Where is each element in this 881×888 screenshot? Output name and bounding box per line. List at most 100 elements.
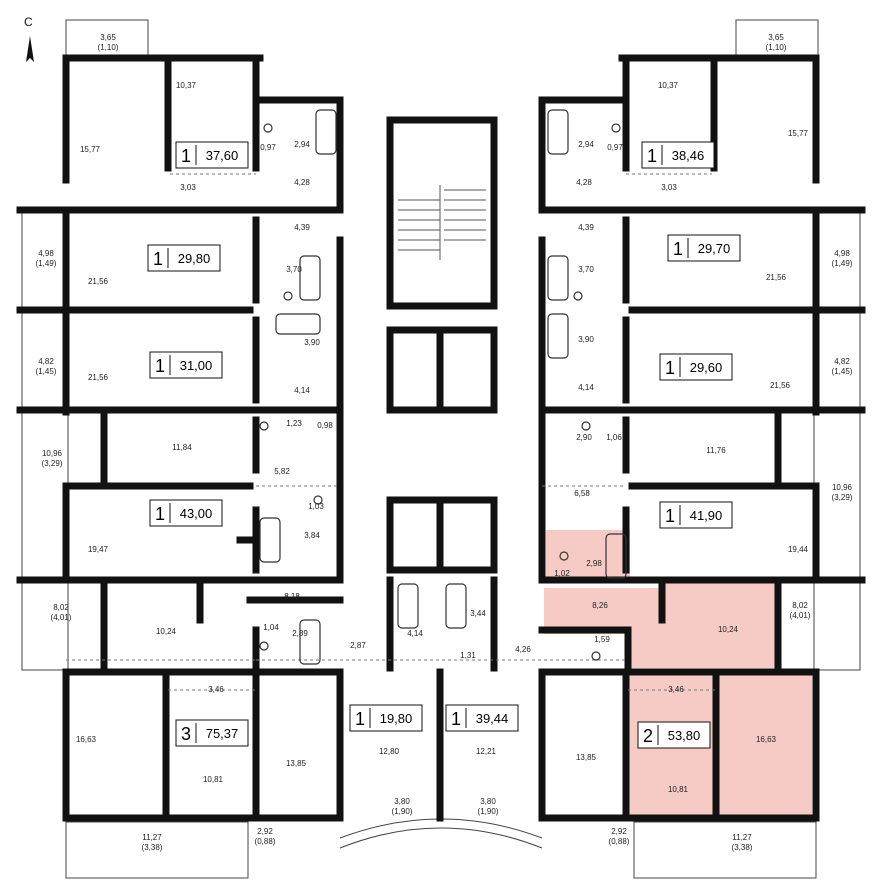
room-area-label: 19,44 xyxy=(788,545,809,554)
room-area-label: 3,84 xyxy=(304,531,320,540)
room-area-label: 6,58 xyxy=(574,489,590,498)
room-area-label: 5,82 xyxy=(274,467,290,476)
room-area-label: 11,27(3,38) xyxy=(142,833,163,852)
room-area-label: 3,03 xyxy=(661,183,677,192)
room-area-label: 0,98 xyxy=(317,421,333,430)
walls xyxy=(16,54,866,822)
apartment-room-count: 2 xyxy=(643,726,653,746)
room-area-label: 21,56 xyxy=(766,273,787,282)
fixtures xyxy=(259,109,627,665)
room-area-label: 2,92(0,88) xyxy=(609,827,630,846)
room-area-label: 4,14 xyxy=(578,383,594,392)
room-area-label: 4,39 xyxy=(294,223,310,232)
room-area-label: 4,39 xyxy=(578,223,594,232)
apartment-room-count: 1 xyxy=(355,709,365,729)
apartment-room-count: 1 xyxy=(153,249,163,269)
apartment-area: 38,46 xyxy=(672,148,705,163)
room-area-label: 21,56 xyxy=(88,277,109,286)
room-area-label: 4,14 xyxy=(294,386,310,395)
room-area-label: 3,03 xyxy=(180,183,196,192)
apartment-badge-box xyxy=(175,141,249,169)
apartment-area: 29,70 xyxy=(698,241,731,256)
room-area-label: 10,37 xyxy=(658,81,679,90)
room-area-label: 10,24 xyxy=(156,627,177,636)
north-arrow: С xyxy=(24,15,34,62)
room-area-label: 1,59 xyxy=(594,635,610,644)
room-area-label: 11,84 xyxy=(172,443,192,452)
room-area-label: 15,77 xyxy=(80,145,101,154)
room-area-label: 2,92(0,88) xyxy=(255,827,276,846)
room-area-label: 2,94 xyxy=(294,140,310,149)
room-area-label: 1,23 xyxy=(286,419,302,428)
apartment-badge-box xyxy=(667,234,741,262)
room-area-label: 3,46 xyxy=(668,685,684,694)
room-area-label: 4,82(1,45) xyxy=(36,357,57,376)
room-area-label: 1,04 xyxy=(263,623,279,632)
room-area-label: 3,70 xyxy=(286,265,302,274)
room-area-label: 13,85 xyxy=(576,753,597,762)
room-area-label: 4,26 xyxy=(515,645,531,654)
room-area-label: 12,21 xyxy=(476,747,497,756)
apartment-area: 41,90 xyxy=(690,508,723,523)
apartment-area: 31,00 xyxy=(180,358,213,373)
room-area-label: 4,28 xyxy=(576,178,592,187)
room-area-label: 3,70 xyxy=(578,265,594,274)
apartment-room-count: 1 xyxy=(155,356,165,376)
room-area-label: 19,47 xyxy=(88,545,109,554)
room-area-label: 3,46 xyxy=(208,685,224,694)
room-area-label: 12,80 xyxy=(379,747,400,756)
room-area-label: 13,85 xyxy=(286,759,307,768)
room-area-label: 10,24 xyxy=(718,625,739,634)
apartment-area: 19,80 xyxy=(380,711,413,726)
apartment-room-count: 1 xyxy=(181,146,191,166)
north-arrow-icon xyxy=(26,36,34,62)
apartment-badge-box xyxy=(175,719,249,747)
room-area-label: 10,81 xyxy=(668,785,689,794)
room-area-label: 11,27(3,38) xyxy=(732,833,753,852)
apartment-room-count: 1 xyxy=(647,146,657,166)
room-area-label: 21,56 xyxy=(88,373,109,382)
apartment-badge-box xyxy=(445,704,519,732)
room-area-label: 8,02(4,01) xyxy=(790,601,811,620)
apartment-badge-box xyxy=(147,244,221,272)
apartment-area: 29,60 xyxy=(690,360,723,375)
apartment-area: 75,37 xyxy=(206,726,239,741)
room-area-label: 3,90 xyxy=(578,335,594,344)
room-area-label: 2,87 xyxy=(350,641,366,650)
room-area-label: 0,97 xyxy=(607,143,623,152)
room-area-label: 10,96(3,29) xyxy=(42,449,63,468)
room-area-label: 1,02 xyxy=(554,569,570,578)
room-area-label: 0,97 xyxy=(260,143,276,152)
room-area-label: 1,06 xyxy=(606,433,622,442)
apartment-badge-box xyxy=(149,351,223,379)
room-area-label: 10,37 xyxy=(176,81,197,90)
room-area-label: 21,56 xyxy=(770,381,791,390)
room-area-label: 3,44 xyxy=(470,609,486,618)
room-area-label: 11,76 xyxy=(706,446,726,455)
apartment-room-count: 1 xyxy=(665,506,675,526)
apartment-area: 37,60 xyxy=(206,148,239,163)
apartment-area: 39,44 xyxy=(476,711,509,726)
staircase xyxy=(398,185,486,260)
room-area-label: 3,90 xyxy=(304,338,320,347)
apartment-badge-box xyxy=(641,141,715,169)
room-area-label: 1,31 xyxy=(460,651,476,660)
room-area-label: 3,65(1,10) xyxy=(766,33,787,52)
apartment-area: 29,80 xyxy=(178,251,211,266)
selected-apartment-highlight[interactable] xyxy=(544,530,812,818)
